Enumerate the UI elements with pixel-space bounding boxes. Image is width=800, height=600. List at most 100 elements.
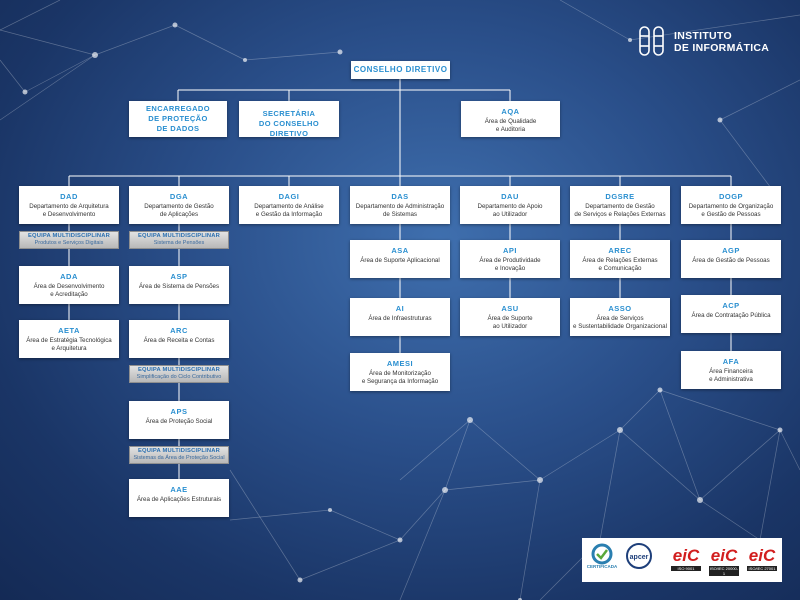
dept-dau-name: Departamento de Apoio ao Utilizador: [477, 203, 543, 218]
dept-dogp-name: Departamento de Organização e Gestão de …: [688, 203, 774, 218]
dept-dgsre-name: Departamento de Gestão de Serviços e Rel…: [574, 203, 666, 218]
cert-apcer-label: apcer: [629, 554, 649, 561]
area-ada-name: Área de Desenvolvimento e Acreditação: [33, 283, 105, 298]
equipa-title: EQUIPA MULTIDISCIPLINAR: [137, 448, 221, 454]
area-ai-name: Área de Infraestruturas: [368, 315, 432, 322]
dept-dad-name: Departamento de Arquitetura e Desenvolvi…: [29, 203, 109, 218]
cert-eic-27001-brand: eiC: [748, 546, 776, 565]
area-arec-box[interactable]: AREC Área de Relações Externas e Comunic…: [570, 240, 670, 278]
area-acp-code: ACP: [722, 301, 740, 310]
cert-eic-20000-standard: ISO/IEC 20000-1: [709, 566, 739, 576]
area-aps-box[interactable]: APS Área de Proteção Social: [129, 401, 229, 439]
equipa-title: EQUIPA MULTIDISCIPLINAR: [137, 367, 221, 373]
dept-das-box[interactable]: DAS Departamento de Administração de Sis…: [350, 186, 450, 224]
dept-dogp-box[interactable]: DOGP Departamento de Organização e Gestã…: [681, 186, 781, 224]
area-arc-name: Área de Receita e Contas: [143, 337, 215, 344]
cert-eic-27001: eiC ISO/IEC 27001: [744, 542, 780, 578]
logo-mark-icon: [639, 26, 664, 56]
area-aeta-name: Área de Estratégia Tecnológica e Arquite…: [26, 337, 112, 352]
dept-dagi-box[interactable]: DAGI Departamento de Análise e Gestão da…: [239, 186, 339, 224]
area-asu-name: Área de Suporte ao Utilizador: [487, 315, 533, 330]
equipa-subtitle: Produtos e Serviços Digitais: [34, 240, 104, 246]
dept-dau-box[interactable]: DAU Departamento de Apoio ao Utilizador: [460, 186, 560, 224]
area-aps-code: APS: [170, 407, 188, 416]
cert-eic-27001-standard: ISO/IEC 27001: [747, 566, 777, 571]
dept-dagi-name: Departamento de Análise e Gestão da Info…: [254, 203, 324, 218]
secretaria-conselho-diretivo-label: SECRETÁRIA DO CONSELHO DIRETIVO: [258, 109, 320, 138]
area-aeta-box[interactable]: AETA Área de Estratégia Tecnológica e Ar…: [19, 320, 119, 358]
conselho-diretivo-label: CONSELHO DIRETIVO: [353, 65, 448, 74]
area-afa-name: Área Financeira e Administrativa: [709, 368, 753, 383]
equipa-subtitle: Sistemas da Área de Proteção Social: [133, 455, 225, 461]
area-arec-name: Área de Relações Externas e Comunicação: [582, 257, 658, 272]
dept-dgsre-box[interactable]: DGSRE Departamento de Gestão de Serviços…: [570, 186, 670, 224]
area-agp-name: Área de Gestão de Pessoas: [692, 257, 770, 264]
cert-eic-9001-standard: ISO 9001: [671, 566, 701, 571]
area-asa-code: ASA: [391, 246, 409, 255]
area-ai-code: AI: [395, 304, 405, 313]
dept-dagi-code: DAGI: [278, 192, 300, 201]
encarregado-protecao-dados-box[interactable]: ENCARREGADO DE PROTEÇÃO DE DADOS: [129, 101, 227, 137]
area-aae-code: AAE: [170, 485, 188, 494]
cert-certificada-label: CERTIFICADA: [586, 564, 618, 569]
area-arec-code: AREC: [608, 246, 632, 255]
area-amesi-box[interactable]: AMESI Área de Monitorização e Segurança …: [350, 353, 450, 391]
dept-dogp-code: DOGP: [718, 192, 744, 201]
equipa-subtitle: Sistema de Pensões: [153, 240, 205, 246]
equipa-subtitle: Simplificação do Ciclo Contributivo: [136, 374, 222, 380]
apcer-seal-icon: [626, 543, 652, 569]
area-aeta-code: AETA: [58, 326, 80, 335]
area-asso-box[interactable]: ASSO Área de Serviços e Sustentabilidade…: [570, 298, 670, 336]
equipa-sistema-pensoes[interactable]: EQUIPA MULTIDISCIPLINAR Sistema de Pensõ…: [129, 231, 229, 249]
dept-dgsre-code: DGSRE: [605, 192, 635, 201]
area-asp-name: Área de Sistema de Pensões: [138, 283, 220, 290]
area-aae-name: Área de Aplicações Estruturais: [136, 496, 222, 503]
dept-dad-box[interactable]: DAD Departamento de Arquitetura e Desenv…: [19, 186, 119, 224]
area-asp-code: ASP: [170, 272, 188, 281]
cert-apcer: apcer: [622, 542, 656, 578]
certifications-panel: CERTIFICADA apcer eiC ISO 9001 eiC ISO/I…: [582, 538, 782, 582]
area-asa-name: Área de Suporte Aplicacional: [360, 257, 440, 264]
area-asa-box[interactable]: ASA Área de Suporte Aplicacional: [350, 240, 450, 278]
area-asso-name: Área de Serviços e Sustentabilidade Orga…: [573, 315, 667, 330]
dept-das-name: Departamento de Administração de Sistema…: [355, 203, 445, 218]
aqa-code: AQA: [501, 107, 520, 116]
area-amesi-name: Área de Monitorização e Segurança da Inf…: [361, 370, 439, 385]
logo-line-1: INSTITUTO: [674, 30, 732, 42]
area-asp-box[interactable]: ASP Área de Sistema de Pensões: [129, 266, 229, 304]
dept-dau-code: DAU: [501, 192, 519, 201]
area-amesi-code: AMESI: [386, 359, 414, 368]
area-aps-name: Área de Proteção Social: [145, 418, 213, 425]
area-api-name: Área de Produtividade e Inovação: [479, 257, 541, 272]
cert-eic-9001-brand: eiC: [672, 546, 700, 565]
cert-certificada: CERTIFICADA: [586, 542, 618, 578]
encarregado-protecao-dados-label: ENCARREGADO DE PROTEÇÃO DE DADOS: [146, 104, 210, 133]
area-ada-box[interactable]: ADA Área de Desenvolvimento e Acreditaçã…: [19, 266, 119, 304]
area-asu-box[interactable]: ASU Área de Suporte ao Utilizador: [460, 298, 560, 336]
area-api-box[interactable]: API Área de Produtividade e Inovação: [460, 240, 560, 278]
equipa-ciclo-contributivo[interactable]: EQUIPA MULTIDISCIPLINAR Simplificação do…: [129, 365, 229, 383]
conselho-diretivo-box[interactable]: CONSELHO DIRETIVO: [351, 61, 450, 79]
area-afa-code: AFA: [722, 357, 740, 366]
dept-dad-code: DAD: [60, 192, 78, 201]
aqa-box[interactable]: AQA Área de Qualidade e Auditoria: [461, 101, 560, 137]
area-arc-code: ARC: [170, 326, 188, 335]
secretaria-conselho-diretivo-box[interactable]: SECRETÁRIA DO CONSELHO DIRETIVO: [239, 101, 339, 138]
area-ai-box[interactable]: AI Área de Infraestruturas: [350, 298, 450, 336]
area-asso-code: ASSO: [608, 304, 632, 313]
area-aae-box[interactable]: AAE Área de Aplicações Estruturais: [129, 479, 229, 517]
dept-das-code: DAS: [391, 192, 409, 201]
area-api-code: API: [502, 246, 517, 255]
area-agp-code: AGP: [722, 246, 740, 255]
area-acp-name: Área de Contratação Pública: [691, 312, 771, 319]
cert-eic-20000: eiC ISO/IEC 20000-1: [706, 542, 742, 578]
equipa-produtos-servicos-digitais[interactable]: EQUIPA MULTIDISCIPLINAR Produtos e Servi…: [19, 231, 119, 249]
area-arc-box[interactable]: ARC Área de Receita e Contas: [129, 320, 229, 358]
area-acp-box[interactable]: ACP Área de Contratação Pública: [681, 295, 781, 333]
area-afa-box[interactable]: AFA Área Financeira e Administrativa: [681, 351, 781, 389]
equipa-protecao-social[interactable]: EQUIPA MULTIDISCIPLINAR Sistemas da Área…: [129, 446, 229, 464]
cert-eic-20000-brand: eiC: [710, 546, 738, 565]
area-agp-box[interactable]: AGP Área de Gestão de Pessoas: [681, 240, 781, 278]
dept-dga-box[interactable]: DGA Departamento de Gestão de Aplicações: [129, 186, 229, 224]
